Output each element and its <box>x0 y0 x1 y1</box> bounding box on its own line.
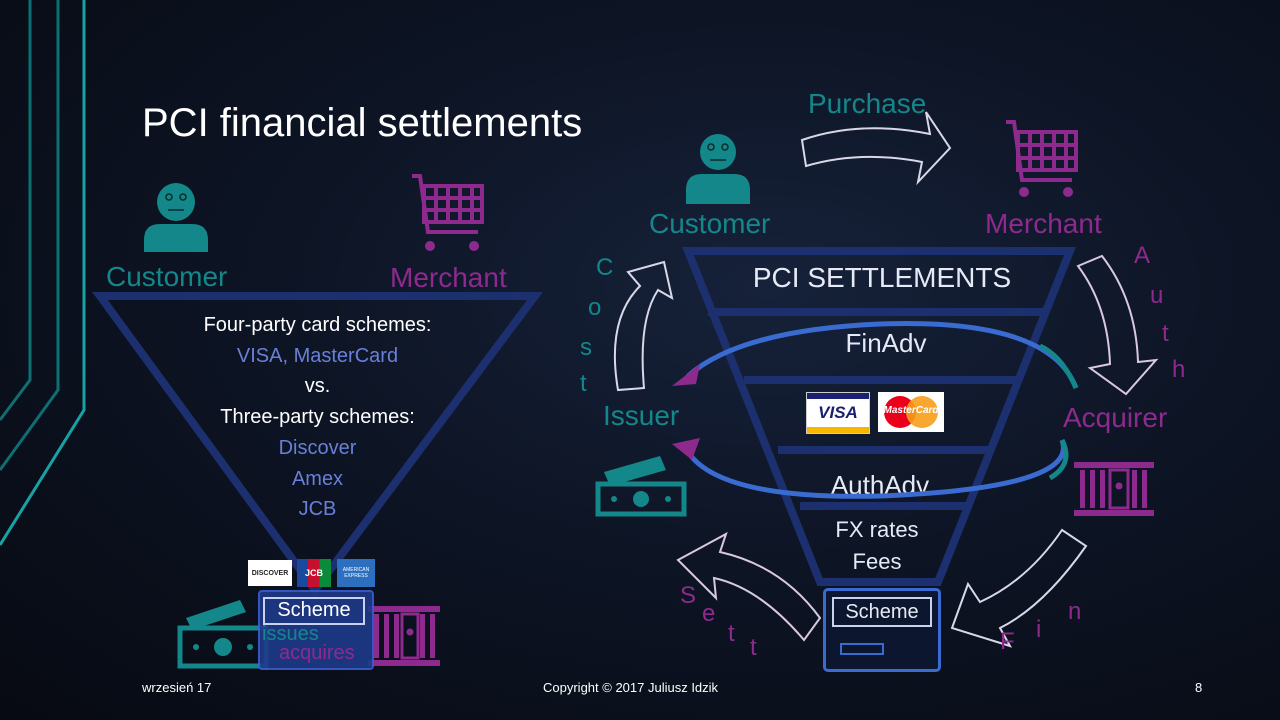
left-scheme-box <box>258 590 374 670</box>
sett-letter: e <box>702 600 716 627</box>
left-customer-label: Customer <box>106 261 228 292</box>
right-merchant-label: Merchant <box>985 208 1102 239</box>
fees-label: Fees <box>852 549 902 574</box>
amex-logo: AMERICAN EXPRESS <box>337 559 375 587</box>
sett-letter: S <box>680 582 697 609</box>
scheme-slot-icon <box>840 643 884 655</box>
scheme-line: VISA, MasterCard <box>236 344 399 367</box>
pci-settlements-header: PCI SETTLEMENTS <box>752 262 1012 293</box>
acquires-label: acquires <box>279 642 355 664</box>
visa-logo: VISA <box>806 392 870 434</box>
scheme-line: Discover <box>278 436 357 459</box>
footer-date: wrzesień 17 <box>142 680 212 695</box>
left-scheme-label: Scheme <box>263 597 365 625</box>
mastercard-logo: MasterCard <box>878 392 944 432</box>
cost-letter: o <box>588 294 602 321</box>
sett-letter: t <box>728 620 735 647</box>
mastercard-logo-text: MasterCard <box>883 405 939 416</box>
acquirer-label: Acquirer <box>1063 402 1168 433</box>
slide-title: PCI financial settlements <box>142 101 583 145</box>
scheme-list: Four-party card schemes: VISA, MasterCar… <box>160 310 475 525</box>
scheme-line: JCB <box>298 498 337 521</box>
fin-letter: F <box>1000 628 1015 655</box>
fin-letter: n <box>1068 598 1082 625</box>
right-scheme-label: Scheme <box>832 597 932 627</box>
discover-logo: DISCOVER <box>248 560 292 586</box>
scheme-line: vs. <box>304 375 331 398</box>
issues-label: issues <box>262 623 319 645</box>
right-scheme-box: Scheme <box>823 588 941 672</box>
scheme-line: Four-party card schemes: <box>203 314 432 336</box>
auth-letter: u <box>1150 282 1164 309</box>
left-merchant-label: Merchant <box>390 262 507 293</box>
issuer-label: Issuer <box>603 400 680 431</box>
scheme-line: Three-party schemes: <box>220 406 415 429</box>
footer-page-number: 8 <box>1195 680 1203 695</box>
visa-logo-text: VISA <box>818 403 858 422</box>
cost-letter: t <box>580 370 587 397</box>
auth-letter: t <box>1162 320 1169 347</box>
finadv-label: FinAdv <box>845 328 927 358</box>
fx-rates-label: FX rates <box>835 517 919 542</box>
footer-copyright: Copyright © 2017 Juliusz Idzik <box>543 680 719 695</box>
sett-letter: t <box>750 634 757 661</box>
fin-letter: i <box>1036 616 1042 643</box>
jcb-logo: JCB <box>297 559 331 587</box>
purchase-label: Purchase <box>808 88 927 119</box>
cost-letter: C <box>596 254 614 281</box>
auth-letter: h <box>1172 356 1186 383</box>
auth-letter: A <box>1134 242 1151 269</box>
cost-letter: s <box>580 334 592 361</box>
right-customer-label: Customer <box>649 208 771 239</box>
scheme-line: Amex <box>291 467 344 490</box>
